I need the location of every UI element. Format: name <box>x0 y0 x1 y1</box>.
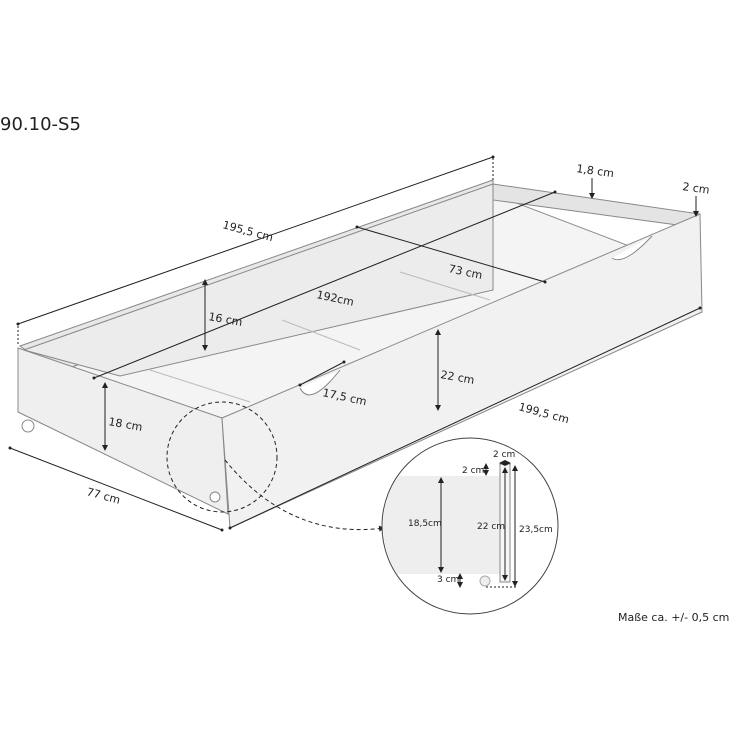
drawer-body <box>17 179 703 529</box>
detail-label-side-height: 18,5cm <box>408 519 442 529</box>
tolerance-note: Maße ca. +/- 0,5 cm <box>618 611 729 624</box>
label-inner-height: 16 cm <box>207 310 243 329</box>
label-side-height: 18 cm <box>107 415 143 434</box>
detail-label-front-thickness: 2 cm <box>493 450 515 460</box>
label-side-thickness: 1,8 cm <box>576 162 615 180</box>
label-front-thickness: 2 cm <box>682 180 711 197</box>
detail-label-total-height: 23,5cm <box>519 525 553 535</box>
label-outer-length: 195,5 cm <box>221 218 274 244</box>
wheel-front <box>209 491 221 503</box>
label-front-height: 22 cm <box>439 368 475 387</box>
handle-cutout-end <box>611 235 653 261</box>
label-front-length: 199,5 cm <box>517 400 570 426</box>
detail-marker-circle <box>166 401 278 513</box>
detail-label-wheel-clearance: 3 cm <box>437 575 459 585</box>
detail-label-front-height: 22 cm <box>477 522 505 532</box>
detail-arrow <box>224 459 385 532</box>
detail-label-top-offset: 2 cm <box>462 466 484 476</box>
wheel-left <box>21 419 35 433</box>
model-code: 90.10-S5 <box>0 114 81 135</box>
dimension-lines <box>8 155 702 532</box>
detail-view <box>381 437 559 615</box>
